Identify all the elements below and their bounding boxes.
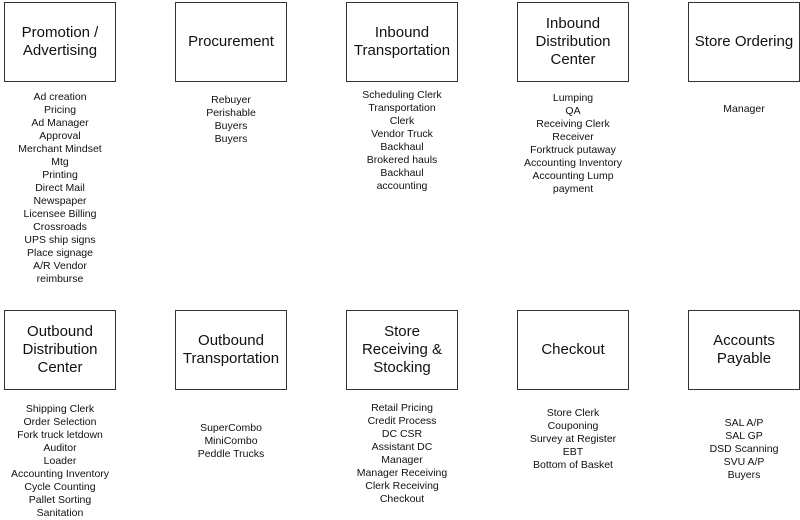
- process-box: Outbound Transportation: [175, 310, 287, 390]
- process-item: A/R Vendor: [33, 260, 87, 272]
- process-item: Survey at Register: [529, 433, 617, 445]
- process-item: Transportation: [368, 102, 436, 114]
- process-item: UPS ship signs: [24, 234, 96, 246]
- process-item: Accounting Inventory: [523, 157, 623, 169]
- process-item: Accounting Lump: [532, 170, 614, 182]
- process-item: accounting: [376, 180, 428, 192]
- process-title: Inbound Distribution Center: [535, 15, 611, 68]
- process-item: Ad creation: [33, 91, 87, 103]
- process-item: DSD Scanning: [709, 443, 779, 455]
- process-title: Checkout: [541, 341, 605, 358]
- process-title: Promotion / Advertising: [21, 24, 99, 59]
- process-item: Clerk: [389, 115, 415, 127]
- process-item: Place signage: [27, 247, 93, 259]
- process-item: Shipping Clerk: [25, 403, 95, 415]
- process-item: Peddle Trucks: [197, 448, 265, 460]
- process-item: Receiving Clerk: [536, 118, 610, 130]
- process-item: Vendor Truck: [371, 128, 433, 140]
- process-item: Manager Receiving: [356, 467, 448, 479]
- process-item: Loader: [43, 455, 77, 467]
- process-title: Outbound Transportation: [182, 332, 280, 367]
- process-item: SAL A/P: [724, 417, 764, 429]
- process-title: Outbound Distribution Center: [22, 323, 98, 376]
- process-item: Store Clerk: [546, 407, 600, 419]
- process-item: reimburse: [36, 273, 84, 285]
- process-box: Store Ordering: [688, 2, 800, 82]
- process-item: Buyers: [727, 469, 761, 481]
- process-item: Crossroads: [33, 221, 87, 233]
- process-item: Approval: [39, 130, 81, 142]
- process-item: Assistant DC: [371, 441, 433, 453]
- process-item: Auditor: [43, 442, 77, 454]
- process-item: Accounting Inventory: [10, 468, 110, 480]
- process-item: Newspaper: [33, 195, 87, 207]
- process-item: Couponing: [547, 420, 599, 432]
- process-item: Lumping: [552, 92, 594, 104]
- process-item: Sanitation: [36, 507, 84, 519]
- process-item: Receiver: [552, 131, 594, 143]
- process-item: Rebuyer: [211, 94, 251, 106]
- process-title: Accounts Payable: [713, 332, 775, 367]
- process-item: Merchant Mindset: [18, 143, 102, 155]
- process-title: Store Ordering: [694, 33, 794, 50]
- process-item: QA: [565, 105, 581, 117]
- process-item: Backhaul: [380, 167, 424, 179]
- process-item: SuperCombo: [200, 422, 262, 434]
- process-item: Mtg: [51, 156, 69, 168]
- process-item: Bottom of Basket: [533, 459, 613, 471]
- process-item: Credit Process: [367, 415, 437, 427]
- process-item: Perishable: [206, 107, 256, 119]
- process-item: Cycle Counting: [24, 481, 96, 493]
- process-item: Order Selection: [23, 416, 97, 428]
- process-item: Forktruck putaway: [530, 144, 616, 156]
- process-item: Scheduling Clerk: [362, 89, 442, 101]
- process-item: Direct Mail: [35, 182, 85, 194]
- process-item: Buyers: [214, 120, 248, 132]
- process-item: Printing: [42, 169, 78, 181]
- process-item: Brokered hauls: [366, 154, 438, 166]
- process-box: Store Receiving & Stocking: [346, 310, 458, 390]
- process-box: Promotion / Advertising: [4, 2, 116, 82]
- process-item: Pricing: [43, 104, 77, 116]
- process-box: Accounts Payable: [688, 310, 800, 390]
- process-box: Inbound Transportation: [346, 2, 458, 82]
- process-item: SAL GP: [725, 430, 763, 442]
- process-title: Store Receiving & Stocking: [361, 323, 443, 376]
- process-box: Procurement: [175, 2, 287, 82]
- process-box: Outbound Distribution Center: [4, 310, 116, 390]
- process-item: MiniCombo: [204, 435, 258, 447]
- process-item: Ad Manager: [31, 117, 89, 129]
- process-item: Manager: [723, 103, 765, 115]
- process-item: Retail Pricing: [371, 402, 433, 414]
- process-item: Licensee Billing: [23, 208, 97, 220]
- process-item: Pallet Sorting: [28, 494, 92, 506]
- process-item: Manager: [381, 454, 423, 466]
- process-item: Buyers: [214, 133, 248, 145]
- process-box: Checkout: [517, 310, 629, 390]
- process-item: DC CSR: [381, 428, 423, 440]
- process-item: Checkout: [379, 493, 425, 505]
- process-box: Inbound Distribution Center: [517, 2, 629, 82]
- process-item: payment: [552, 183, 594, 195]
- process-title: Inbound Transportation: [353, 24, 451, 59]
- process-item: EBT: [562, 446, 584, 458]
- process-item: Clerk Receiving: [365, 480, 439, 492]
- process-item: Fork truck letdown: [17, 429, 103, 441]
- process-item: SVU A/P: [723, 456, 765, 468]
- process-title: Procurement: [188, 33, 274, 50]
- process-items: Manager: [674, 103, 800, 116]
- process-item: Backhaul: [380, 141, 424, 153]
